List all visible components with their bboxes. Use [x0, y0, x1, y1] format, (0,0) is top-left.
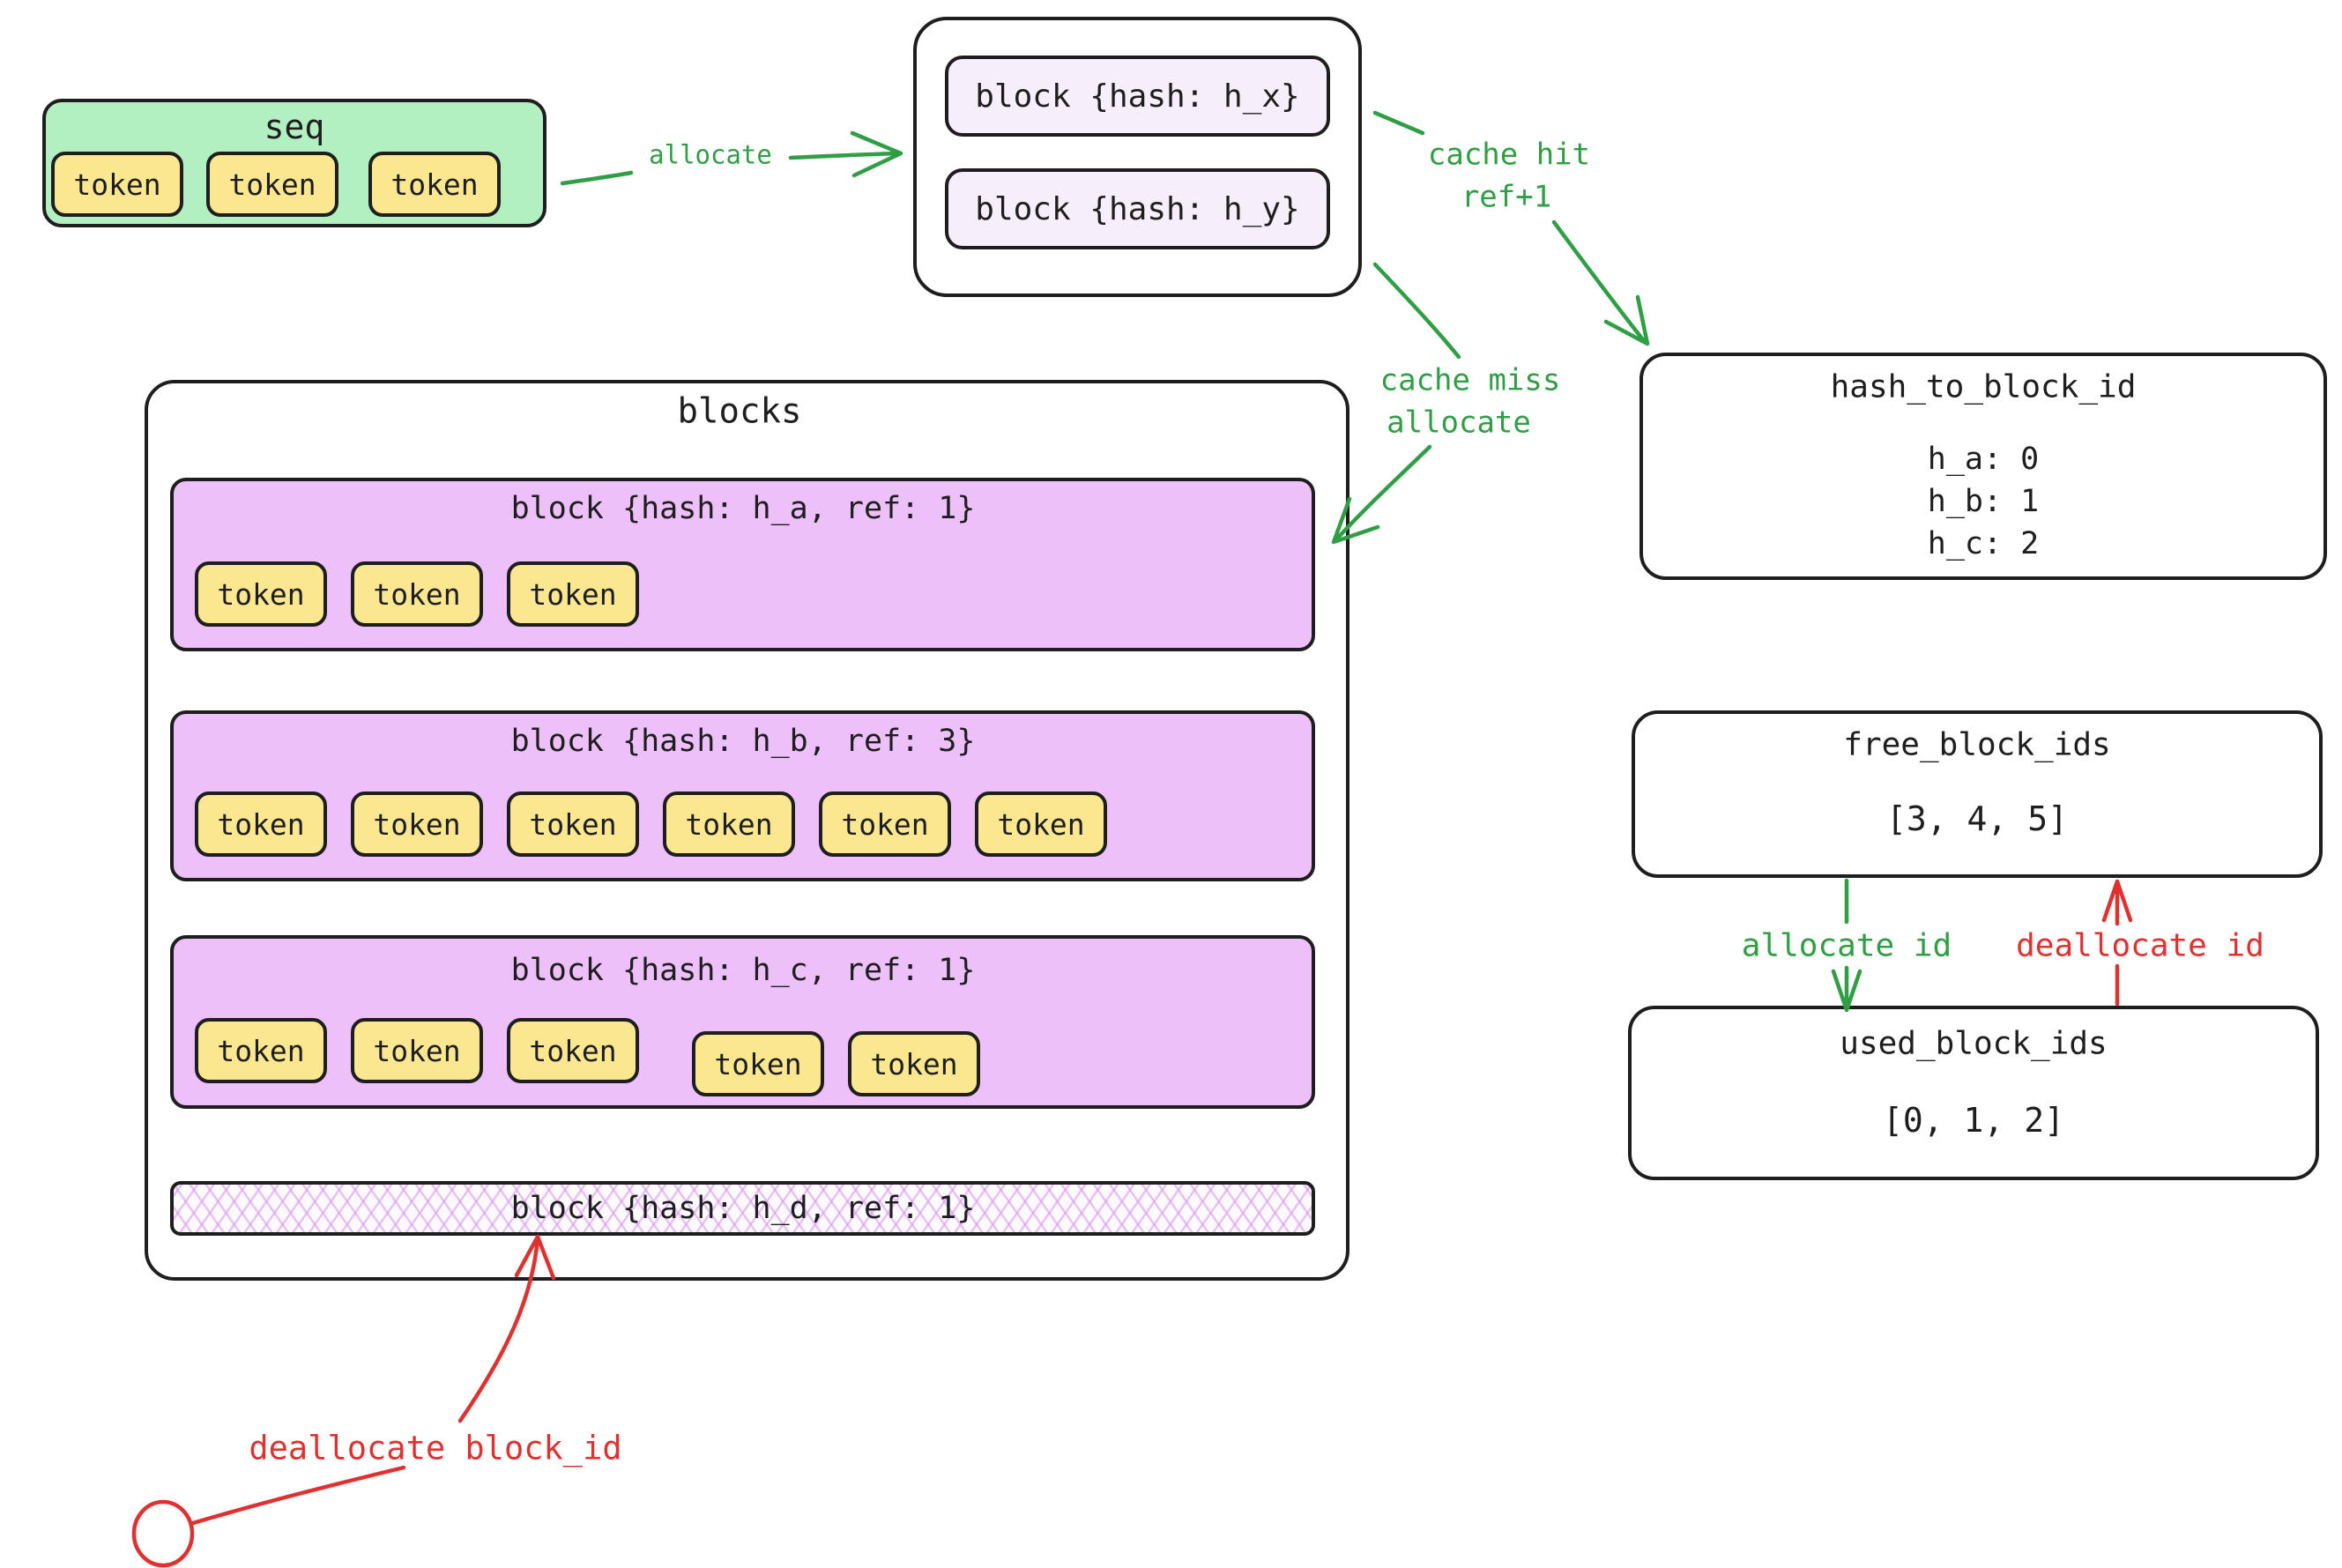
allocate-id-label: allocate id: [1741, 927, 1952, 964]
deallocate-block-id-label: deallocate block_id: [249, 1429, 622, 1468]
token: token: [195, 791, 327, 857]
hash-to-block-id-title: hash_to_block_id: [1830, 368, 2137, 405]
block-row-hc-title: block {hash: h_c, ref: 1}: [510, 952, 976, 988]
seq-token: token: [206, 152, 338, 217]
block-row-ha-title: block {hash: h_a, ref: 1}: [510, 490, 976, 526]
hash-map-entry: h_a: 0: [1927, 441, 2040, 477]
deallocate-id-arrowhead: [2101, 879, 2133, 923]
cache-miss-label-line1: cache miss: [1379, 362, 1561, 398]
seq-title: seq: [264, 108, 325, 147]
token: token: [351, 791, 483, 857]
token: token: [692, 1031, 824, 1096]
cache-miss-label-line2: allocate: [1387, 405, 1531, 441]
allocate-label: allocate: [649, 139, 772, 170]
staged-block-hy: block {hash: h_y}: [945, 168, 1330, 249]
deallocate-source-circle: [131, 1499, 195, 1568]
token: token: [507, 1018, 639, 1083]
token: token: [507, 791, 639, 857]
blocks-pool-title: blocks: [677, 391, 802, 432]
cache-miss-arrow-line: [1335, 444, 1432, 540]
seq-token: token: [368, 152, 501, 217]
seq-token: token: [51, 152, 183, 217]
staged-block-hx: block {hash: h_x}: [945, 56, 1330, 137]
deallocate-id-label: deallocate id: [2016, 927, 2264, 964]
token: token: [848, 1031, 980, 1096]
free-block-ids-title: free_block_ids: [1843, 726, 2111, 763]
hash-map-entry: h_c: 2: [1927, 525, 2040, 561]
token: token: [351, 561, 483, 627]
cache-hit-arrow-line: [1551, 219, 1647, 345]
token: token: [663, 791, 795, 857]
hash-map-entry: h_b: 1: [1927, 483, 2040, 519]
used-block-ids-title: used_block_ids: [1840, 1025, 2108, 1062]
block-row-hb-title: block {hash: h_b, ref: 3}: [510, 723, 976, 759]
allocate-arrow-line: [560, 170, 634, 186]
allocate-arrow-line: [788, 151, 902, 160]
block-row-hd-freed: [170, 1181, 1315, 1236]
allocate-arrowhead: [850, 130, 903, 178]
token: token: [351, 1018, 483, 1083]
token: token: [507, 561, 639, 627]
free-block-ids-value: [3, 4, 5]: [1886, 799, 2068, 839]
cache-hit-arrowhead: [1603, 294, 1650, 346]
allocate-id-arrowhead: [1831, 969, 1862, 1013]
deallocate-block-id-line: [190, 1465, 406, 1526]
cache-miss-arrow-line: [1372, 262, 1461, 360]
used-block-ids-box: [1628, 1006, 2319, 1180]
cache-hit-label-line2: ref+1: [1461, 179, 1552, 215]
block-row-hd-title: block {hash: h_d, ref: 1}: [510, 1190, 976, 1226]
hash-to-block-id-box: [1639, 353, 2327, 580]
cache-hit-label-line1: cache hit: [1427, 137, 1591, 173]
free-block-ids-box: [1632, 710, 2323, 878]
cache-hit-arrow-line: [1372, 110, 1425, 136]
used-block-ids-value: [0, 1, 2]: [1883, 1101, 2064, 1141]
token: token: [975, 791, 1107, 857]
token: token: [819, 791, 951, 857]
token: token: [195, 1018, 327, 1083]
token: token: [195, 561, 327, 627]
